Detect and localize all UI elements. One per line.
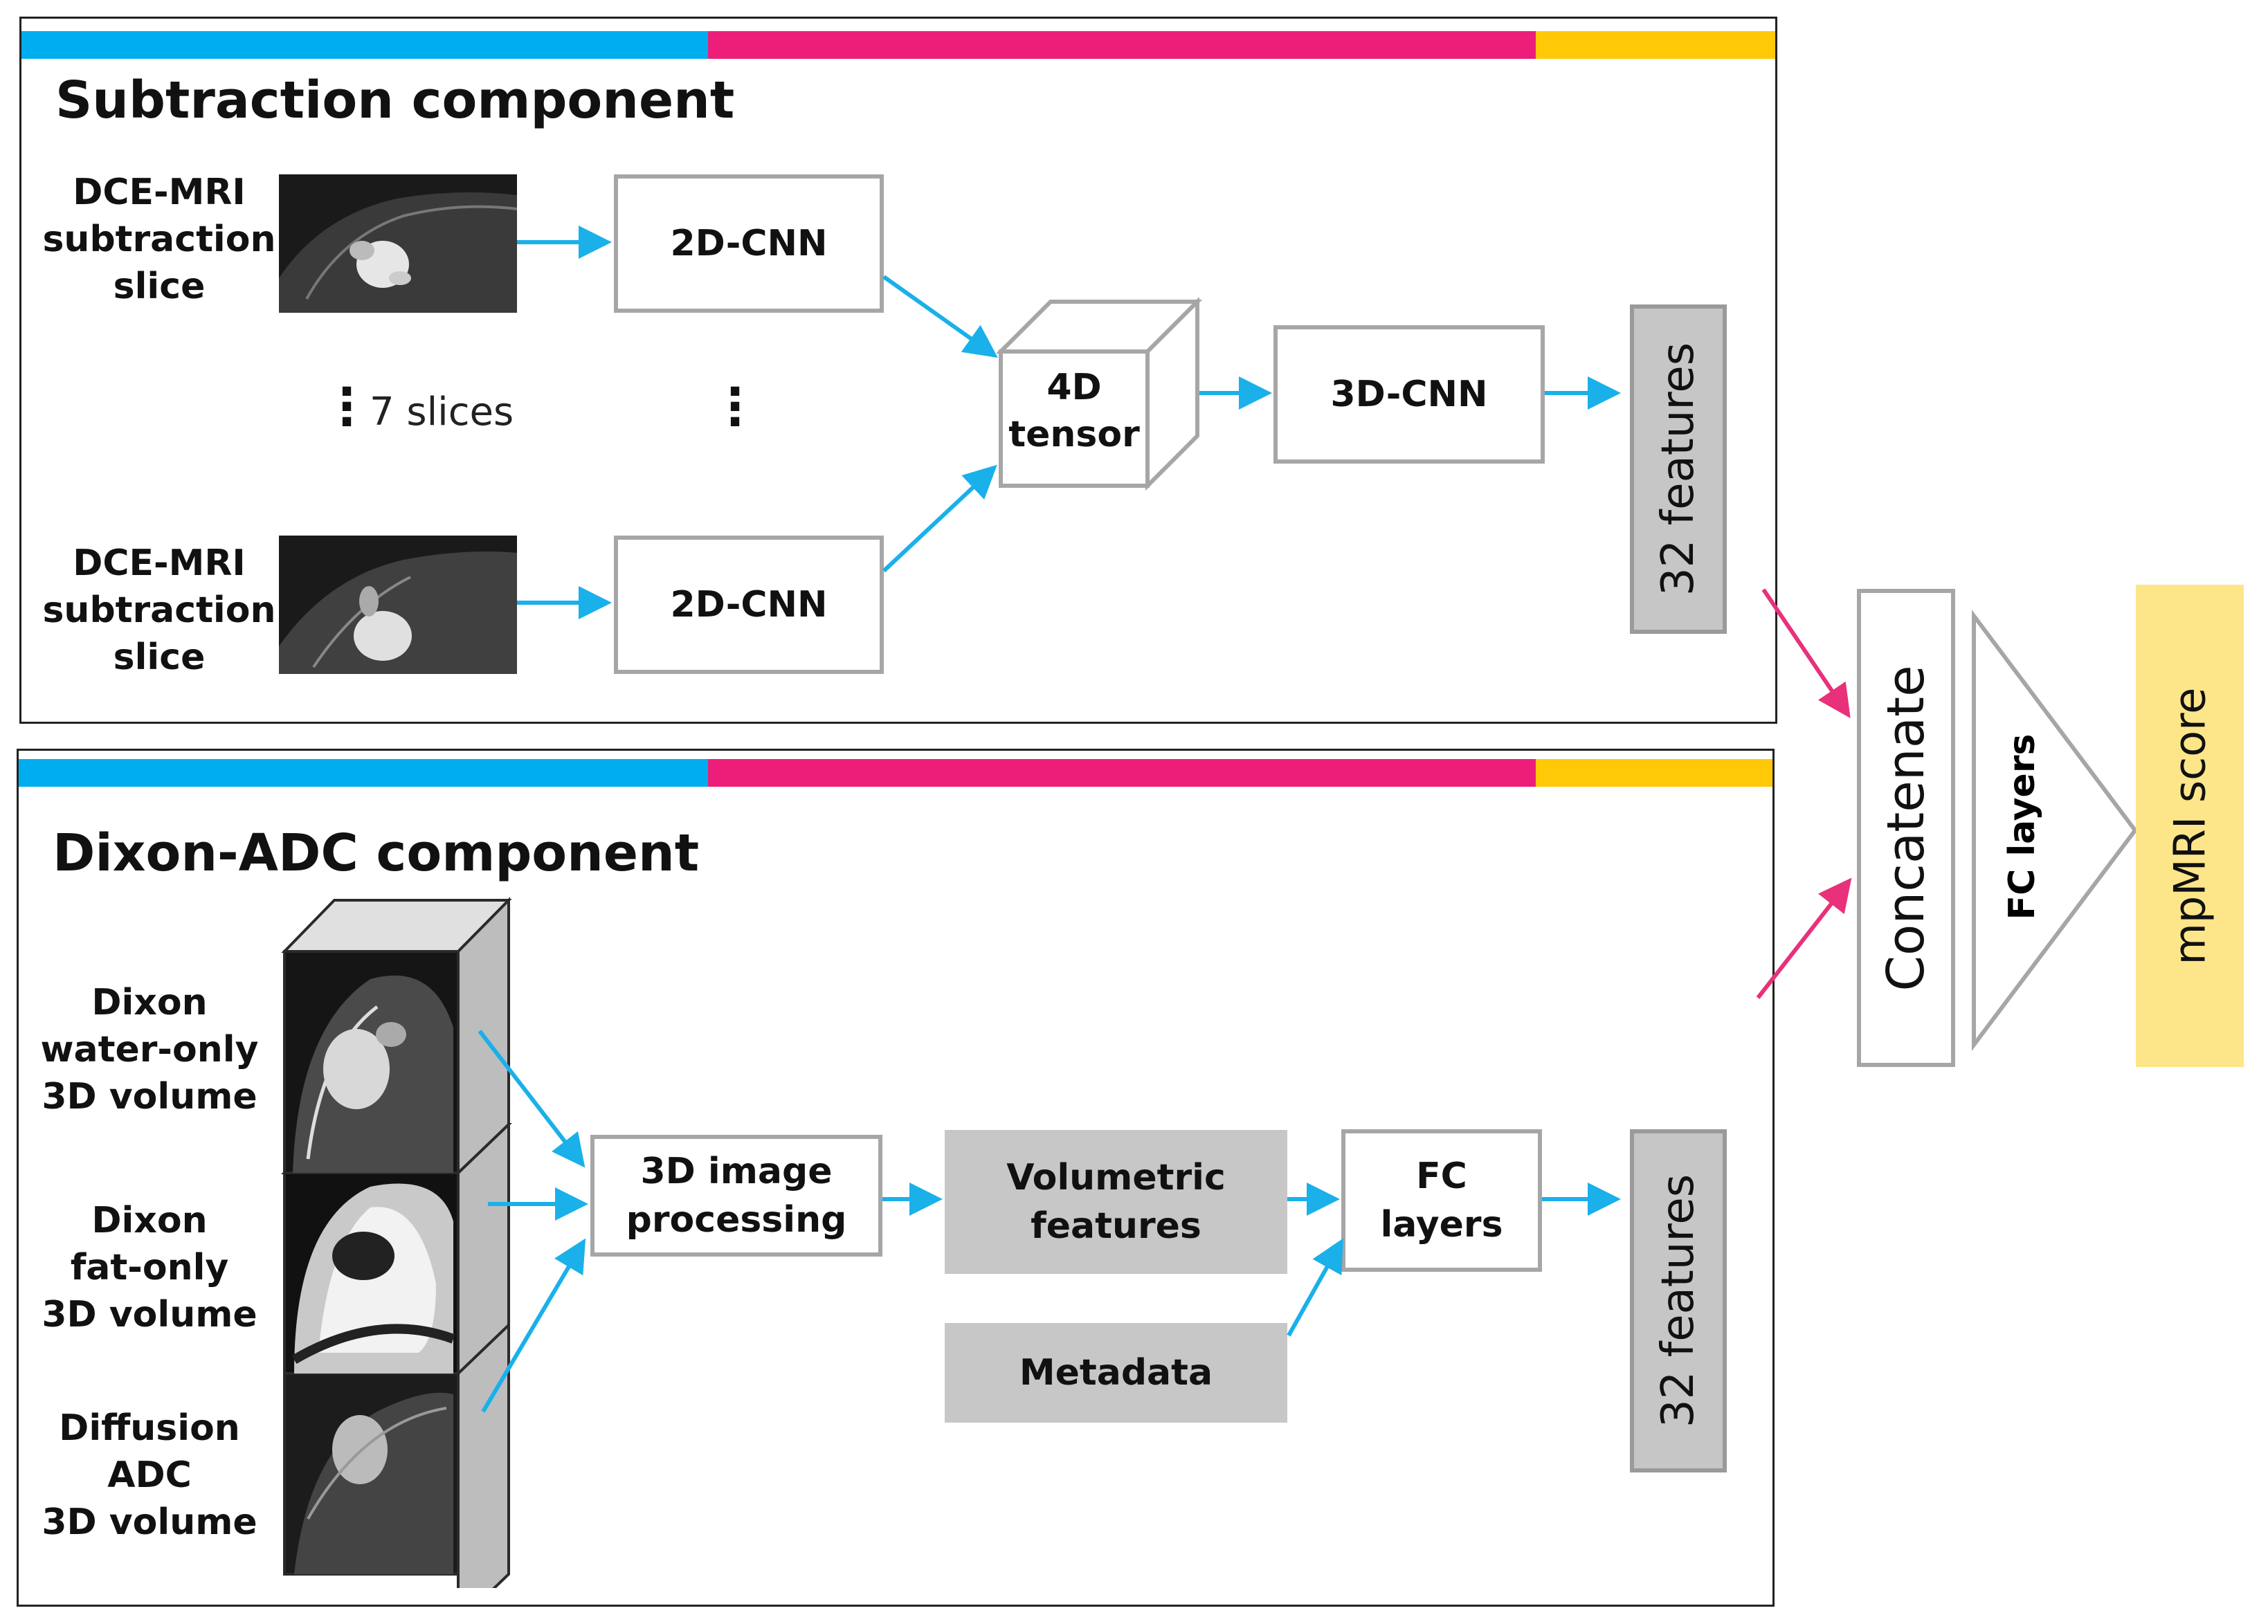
cnn2d-bottom: 2D-CNN	[614, 536, 884, 674]
mri-volume-cube	[281, 897, 512, 1588]
ellipsis-slices: ···	[337, 363, 356, 450]
image-processing: 3D image processing	[590, 1135, 882, 1257]
cnn3d: 3D-CNN	[1273, 325, 1545, 464]
slice-label-bottom: DCE-MRI subtraction slice	[42, 542, 276, 678]
concatenate-box: Concatenate	[1857, 589, 1955, 1067]
accent-bar-pink	[708, 759, 1536, 787]
vol3-label: Diffusion ADC 3D volume	[42, 1407, 257, 1543]
score-box: mpMRI score	[2136, 585, 2244, 1067]
accent-bar-yellow	[1536, 31, 1775, 59]
volumetric-features: Volumetric features	[945, 1130, 1287, 1274]
accent-bar-pink	[708, 31, 1536, 59]
slices-note: 7 slices	[370, 390, 514, 435]
vol2-label: Dixon fat-only 3D volume	[42, 1200, 257, 1335]
fc-layers-fusion: FC layers	[2002, 733, 2043, 920]
features-subtraction: 32 features	[1630, 304, 1727, 634]
cnn2d-top: 2D-CNN	[614, 174, 884, 313]
ellipsis-cnn: ···	[725, 363, 745, 450]
metadata-box: Metadata	[945, 1323, 1287, 1423]
tensor-cube-icon	[997, 298, 1203, 491]
fc-layers-dixon: FC layers	[1341, 1129, 1542, 1272]
accent-bar-blue	[21, 31, 708, 59]
features-dixon: 32 features	[1630, 1129, 1727, 1472]
dixon-title: Dixon-ADC component	[53, 823, 700, 883]
accent-bar-yellow	[1536, 759, 1772, 787]
subtraction-title: Subtraction component	[55, 71, 735, 130]
tensor-label: 4D tensor	[1008, 367, 1140, 455]
mri-slice-image	[279, 536, 517, 674]
slice-label-top: DCE-MRI subtraction slice	[42, 172, 276, 307]
dense-layers-triangle-icon	[1972, 610, 2138, 1051]
accent-bar-blue	[19, 759, 708, 787]
mri-slice-image	[279, 174, 517, 313]
vol1-label: Dixon water-only 3D volume	[40, 982, 259, 1117]
